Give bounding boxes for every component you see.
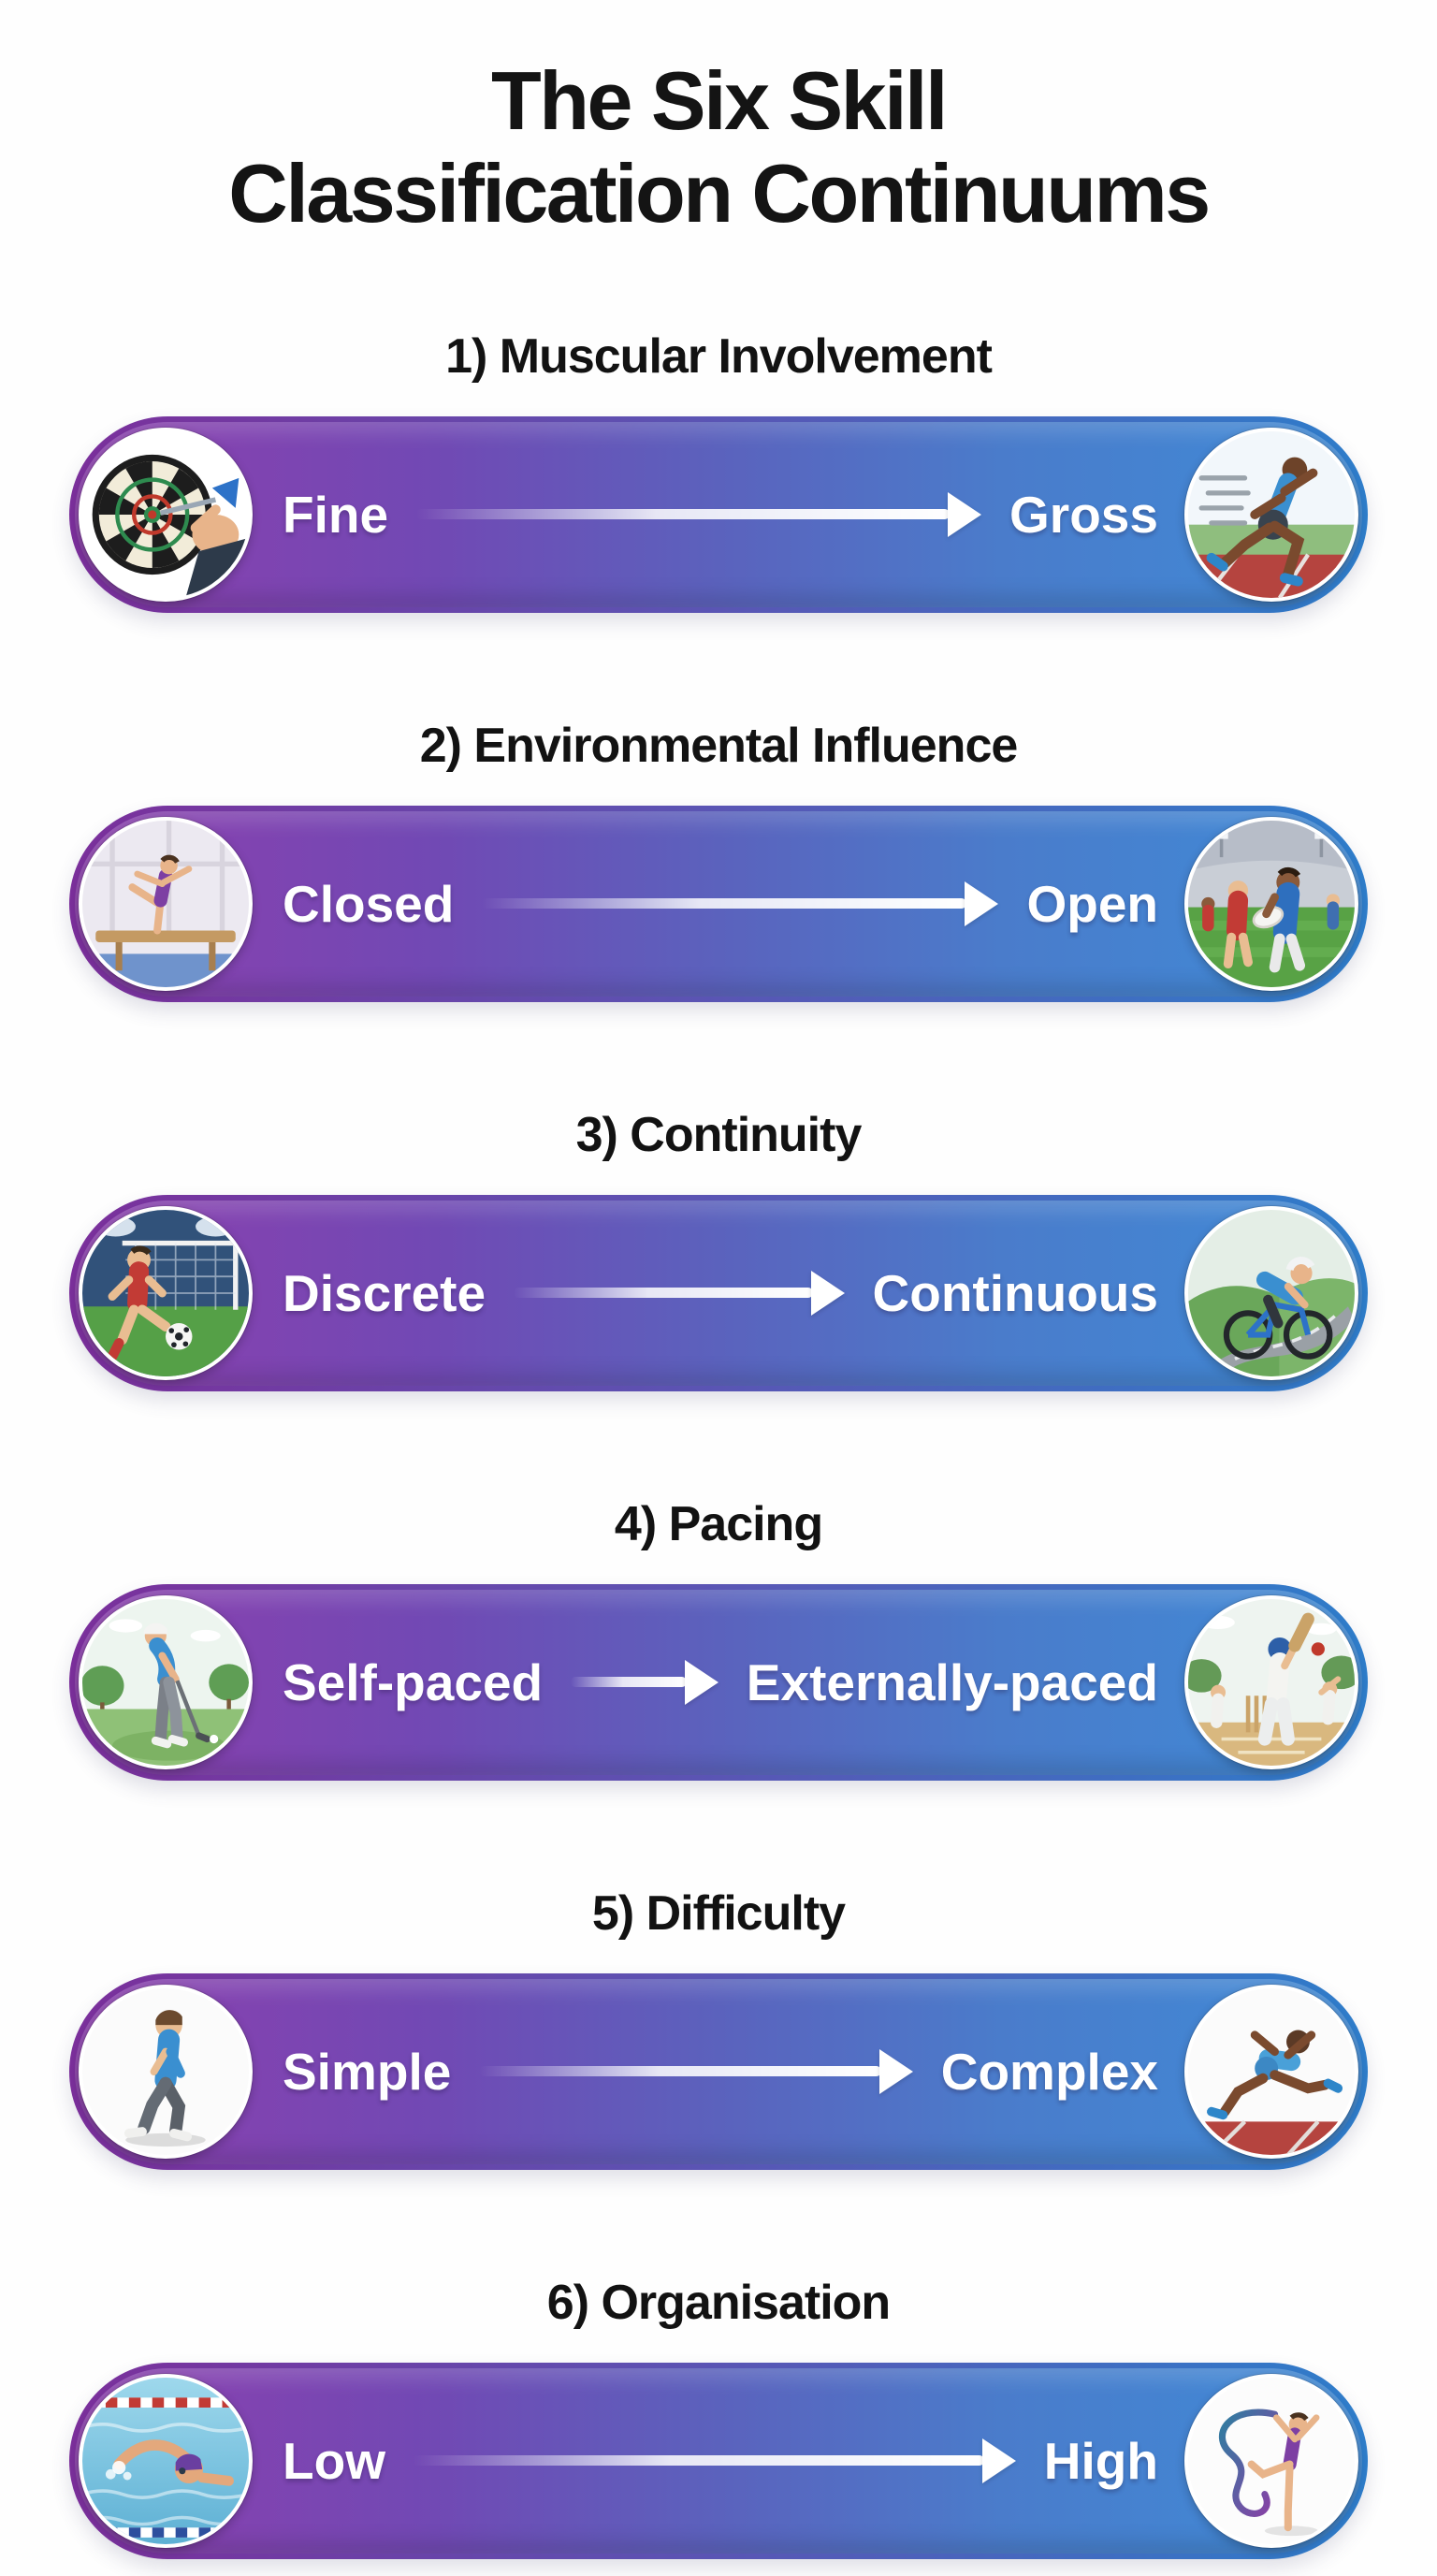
continuum-row-muscular-involvement: 1) Muscular Involvement: [0, 328, 1437, 613]
continuum-right-label: Complex: [940, 2042, 1158, 2101]
right-arrow-icon: [571, 1659, 718, 1705]
row-heading: 6) Organisation: [546, 2275, 891, 2330]
continuum-left-label: Fine: [283, 485, 389, 544]
football-kick-icon: [79, 1205, 253, 1380]
sprinter-icon: [1184, 427, 1358, 602]
continuum-left-label: Low: [283, 2431, 385, 2490]
continuum-right-label: Continuous: [872, 1263, 1158, 1322]
page-title: The Six Skill Classification Continuums: [0, 54, 1437, 240]
continuum-right-label: Gross: [1009, 485, 1158, 544]
page-title-line-1: The Six Skill: [491, 54, 948, 147]
continuum-row-organisation: 6) Organisation: [0, 2275, 1437, 2559]
row-heading: 1) Muscular Involvement: [445, 328, 993, 384]
balance-beam-gymnast-icon: [79, 816, 253, 991]
continuum-right-label: High: [1043, 2431, 1158, 2490]
page-title-line-2: Classification Continuums: [228, 147, 1211, 240]
right-arrow-icon: [416, 491, 982, 537]
continuum-bar: Fine Gross: [69, 415, 1368, 613]
continuum-left-label: Self-paced: [283, 1652, 544, 1711]
cricket-batsman-icon: [1184, 1594, 1358, 1769]
rugby-players-icon: [1184, 816, 1358, 991]
continuum-left-label: Closed: [283, 874, 455, 933]
walking-man-icon: [79, 1984, 253, 2159]
continuum-row-environmental-influence: 2) Environmental Influence: [0, 718, 1437, 1002]
continuum-row-continuity: 3) Continuity: [0, 1107, 1437, 1391]
right-arrow-icon: [413, 2438, 1016, 2483]
continuum-right-label: Externally-paced: [746, 1652, 1158, 1711]
continuum-left-label: Simple: [283, 2042, 452, 2101]
ribbon-gymnast-icon: [1184, 2373, 1358, 2548]
continuum-bar: Simple Complex: [69, 1972, 1368, 2170]
right-arrow-icon: [514, 1270, 845, 1316]
right-arrow-icon: [482, 880, 999, 926]
freestyle-swimmer-icon: [79, 2373, 253, 2548]
row-heading: 2) Environmental Influence: [419, 718, 1019, 773]
continuum-left-label: Discrete: [283, 1263, 486, 1322]
continuum-bar: Closed Open: [69, 805, 1368, 1002]
road-cyclist-icon: [1184, 1205, 1358, 1380]
continuum-row-difficulty: 5) Difficulty: [0, 1885, 1437, 2170]
continuum-right-label: Open: [1026, 874, 1158, 933]
continuum-bar: Low High: [69, 2362, 1368, 2559]
row-heading: 3) Continuity: [575, 1107, 863, 1162]
golfer-icon: [79, 1594, 253, 1769]
continuum-bar: Discrete Continuous: [69, 1194, 1368, 1391]
row-heading: 4) Pacing: [614, 1496, 823, 1551]
darts-icon: [79, 427, 253, 602]
sprint-hurdler-icon: [1184, 1984, 1358, 2159]
row-heading: 5) Difficulty: [591, 1885, 846, 1941]
right-arrow-icon: [479, 2048, 913, 2094]
continuum-row-pacing: 4) Pacing: [0, 1496, 1437, 1781]
continuum-bar: Self-paced Externally-paced: [69, 1583, 1368, 1781]
